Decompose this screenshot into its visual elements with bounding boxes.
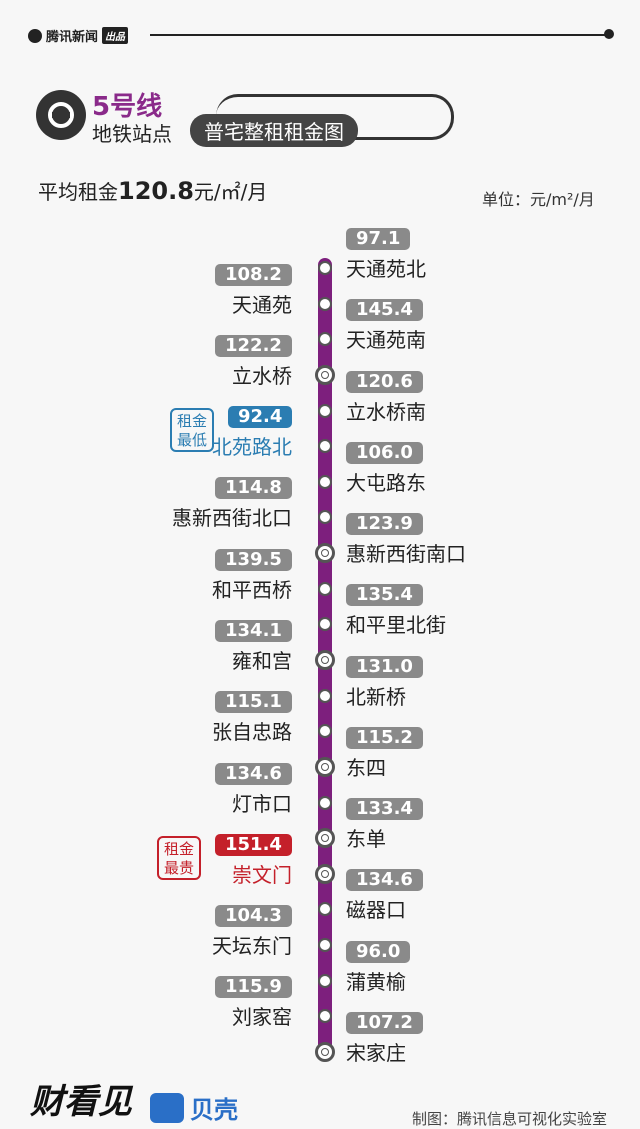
brand-tag: 出品 bbox=[102, 27, 129, 44]
station-marker-4 bbox=[318, 403, 332, 418]
station-name-label-6: 大屯路东 bbox=[346, 470, 426, 495]
station-name-label-4: 立水桥南 bbox=[346, 399, 426, 424]
station-rent-label-2: 145.4 bbox=[346, 299, 423, 322]
station-rent-label-15: 134.6 bbox=[215, 762, 292, 785]
station-name-label-15: 灯市口 bbox=[232, 791, 292, 816]
station-marker-19 bbox=[318, 938, 332, 953]
station-rent-label-14: 115.2 bbox=[346, 726, 423, 749]
station-marker-15 bbox=[318, 795, 332, 810]
line-title: 5号线 bbox=[92, 92, 163, 122]
station-name-label-9: 和平西桥 bbox=[212, 577, 292, 602]
station-name-label-17: 崇文门 bbox=[232, 862, 292, 887]
station-rent-label-7: 114.8 bbox=[215, 477, 292, 500]
station-rent-label-22: 107.2 bbox=[346, 1012, 423, 1034]
station-name-label-22: 宋家庄 bbox=[346, 1041, 406, 1065]
station-rent-label-9: 139.5 bbox=[215, 548, 292, 571]
station-rent-label-0: 97.1 bbox=[346, 228, 411, 250]
station-rent-label-13: 115.1 bbox=[215, 691, 292, 714]
station-marker-0 bbox=[318, 261, 332, 275]
average-rent: 平均租金120.8元/㎡/月 bbox=[38, 176, 267, 205]
transfer-station-marker-22 bbox=[315, 1042, 335, 1062]
station-marker-20 bbox=[318, 973, 332, 988]
station-name-label-10: 和平里北街 bbox=[346, 613, 446, 638]
station-name-label-12: 北新桥 bbox=[346, 684, 406, 709]
station-marker-1 bbox=[318, 296, 332, 311]
station-rent-label-6: 106.0 bbox=[346, 441, 423, 464]
station-name-label-21: 刘家窑 bbox=[232, 1005, 292, 1030]
station-rent-label-5: 92.4 bbox=[228, 406, 293, 429]
station-rent-label-8: 123.9 bbox=[346, 513, 423, 536]
station-rent-label-16: 133.4 bbox=[346, 798, 423, 821]
station-rent-label-4: 120.6 bbox=[346, 370, 423, 393]
top-bar: 腾讯新闻 出品 bbox=[0, 0, 640, 70]
chart-title-pill: 普宅整租租金图 bbox=[190, 114, 358, 147]
beike-house-icon bbox=[150, 1092, 184, 1123]
station-marker-12 bbox=[318, 688, 332, 703]
average-unit: 元/㎡/月 bbox=[193, 180, 268, 204]
station-rent-label-20: 96.0 bbox=[346, 940, 411, 963]
station-name-label-16: 东单 bbox=[346, 827, 386, 852]
rent-high-badge: 租金最贵 bbox=[157, 835, 201, 880]
line-subtitle: 地铁站点 bbox=[92, 122, 172, 146]
station-rent-label-1: 108.2 bbox=[215, 263, 292, 286]
station-marker-6 bbox=[318, 474, 332, 489]
beike-text: 贝壳 bbox=[190, 1096, 238, 1124]
station-marker-5 bbox=[318, 439, 332, 454]
station-name-label-8: 惠新西街南口 bbox=[346, 542, 466, 567]
station-rent-label-21: 115.9 bbox=[215, 976, 292, 999]
station-name-label-2: 天通苑南 bbox=[346, 328, 426, 353]
station-marker-18 bbox=[318, 902, 332, 917]
station-marker-21 bbox=[318, 1009, 332, 1024]
station-rent-label-10: 135.4 bbox=[346, 584, 423, 607]
station-name-label-3: 立水桥 bbox=[232, 363, 292, 388]
station-marker-10 bbox=[318, 617, 332, 632]
station-rent-label-12: 131.0 bbox=[346, 655, 423, 678]
station-name-label-7: 惠新西街北口 bbox=[172, 506, 292, 531]
rent-low-badge: 租金最低 bbox=[170, 408, 214, 453]
transfer-station-marker-3 bbox=[315, 364, 335, 385]
station-rent-label-19: 104.3 bbox=[215, 905, 292, 928]
subway-logo-icon bbox=[36, 90, 86, 140]
station-marker-7 bbox=[318, 510, 332, 525]
station-rent-label-17: 151.4 bbox=[215, 833, 292, 856]
station-name-label-14: 东四 bbox=[346, 755, 386, 780]
footer-logo-beike: 贝壳 bbox=[150, 1090, 238, 1125]
station-name-label-20: 蒲黄榆 bbox=[346, 969, 406, 994]
transfer-station-marker-14 bbox=[315, 756, 335, 777]
transfer-station-marker-11 bbox=[315, 650, 335, 670]
station-marker-9 bbox=[318, 581, 332, 596]
chart-header: 5号线 地铁站点 普宅整租租金图 bbox=[36, 86, 454, 147]
average-value: 120.8 bbox=[118, 177, 194, 205]
transfer-station-marker-16 bbox=[315, 828, 335, 849]
transfer-station-marker-8 bbox=[315, 543, 335, 564]
credit: 制图：腾讯信息可视化实验室 bbox=[412, 1110, 608, 1128]
brand: 腾讯新闻 出品 bbox=[28, 26, 129, 45]
station-name-label-11: 雍和宫 bbox=[232, 649, 292, 673]
transfer-station-marker-17 bbox=[315, 863, 335, 884]
top-divider-dot bbox=[604, 29, 614, 39]
station-rent-label-11: 134.1 bbox=[215, 620, 292, 642]
station-name-label-1: 天通苑 bbox=[232, 292, 292, 317]
station-marker-13 bbox=[318, 724, 332, 739]
brand-name: 腾讯新闻 bbox=[46, 30, 99, 45]
station-name-label-18: 磁器口 bbox=[346, 898, 406, 923]
station-rent-label-18: 134.6 bbox=[346, 869, 423, 892]
unit-note: 单位：元/m²/月 bbox=[482, 190, 595, 209]
station-name-label-19: 天坛东门 bbox=[212, 934, 292, 959]
station-name-label-5: 北苑路北 bbox=[212, 435, 292, 460]
station-marker-2 bbox=[318, 332, 332, 347]
station-name-label-0: 天通苑北 bbox=[346, 257, 426, 281]
footer-logo-caikanjian: 财看见 bbox=[30, 1082, 132, 1122]
brand-logo-icon bbox=[28, 28, 42, 43]
station-name-label-13: 张自忠路 bbox=[212, 720, 292, 745]
average-label: 平均租金 bbox=[38, 180, 118, 204]
top-divider bbox=[150, 34, 608, 36]
station-rent-label-3: 122.2 bbox=[215, 334, 292, 357]
